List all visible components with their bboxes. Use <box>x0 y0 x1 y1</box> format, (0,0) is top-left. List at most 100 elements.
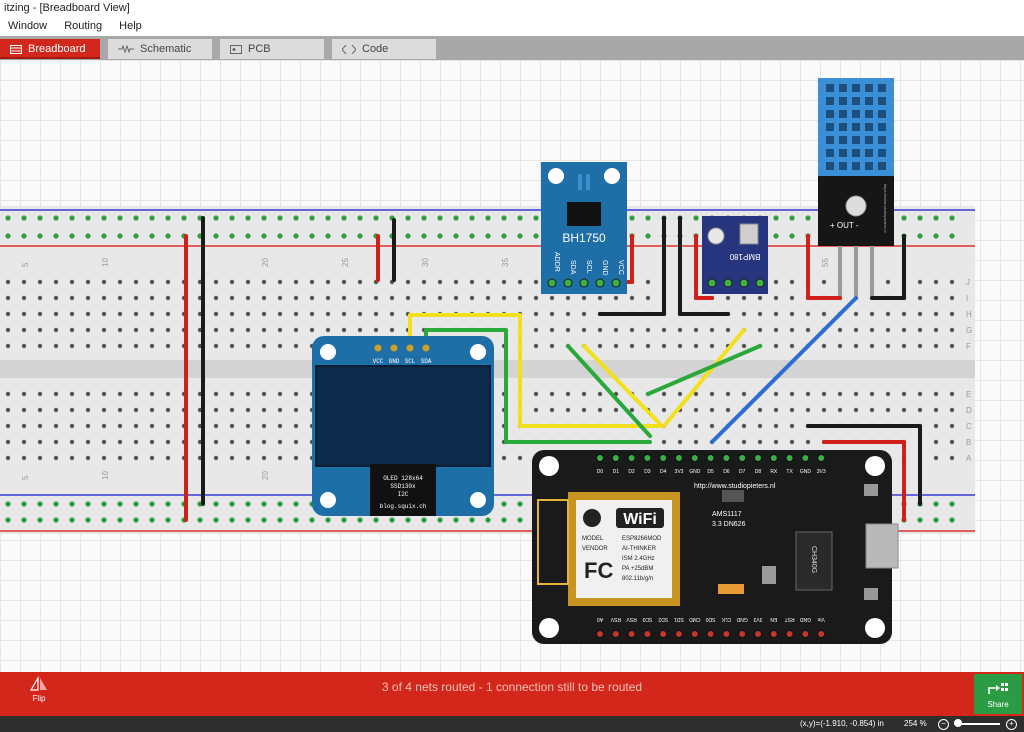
breadboard-hole[interactable] <box>309 279 315 285</box>
breadboard-hole[interactable] <box>725 295 731 301</box>
rail-hole[interactable] <box>261 501 267 507</box>
breadboard-hole[interactable] <box>645 327 651 333</box>
breadboard-hole[interactable] <box>741 423 747 429</box>
breadboard-hole[interactable] <box>21 455 27 461</box>
breadboard-hole[interactable] <box>469 295 475 301</box>
breadboard-hole[interactable] <box>725 391 731 397</box>
bh1750-module[interactable]: BH1750 ADDR SDA SCL GND VCC <box>541 162 627 294</box>
breadboard-hole[interactable] <box>549 343 555 349</box>
breadboard-hole[interactable] <box>245 455 251 461</box>
breadboard-hole[interactable] <box>213 455 219 461</box>
breadboard-hole[interactable] <box>549 407 555 413</box>
breadboard-hole[interactable] <box>133 455 139 461</box>
breadboard-hole[interactable] <box>149 455 155 461</box>
nodemcu-top-pin[interactable] <box>722 454 731 462</box>
breadboard-hole[interactable] <box>949 327 955 333</box>
rail-hole[interactable] <box>53 215 59 221</box>
nodemcu-top-pin[interactable] <box>596 454 604 462</box>
wire-green-bmp[interactable] <box>646 344 762 396</box>
rail-hole[interactable] <box>245 517 251 523</box>
breadboard-hole[interactable] <box>277 343 283 349</box>
rail-hole[interactable] <box>789 215 795 221</box>
breadboard-hole[interactable] <box>165 439 171 445</box>
breadboard-hole[interactable] <box>53 423 59 429</box>
breadboard-hole[interactable] <box>725 327 731 333</box>
nodemcu-top-pin[interactable] <box>690 454 699 462</box>
nodemcu-top-pin[interactable] <box>675 454 683 462</box>
breadboard-hole[interactable] <box>933 279 939 285</box>
breadboard-hole[interactable] <box>453 295 459 301</box>
rail-hole[interactable] <box>917 215 923 221</box>
breadboard-hole[interactable] <box>949 407 955 413</box>
breadboard-hole[interactable] <box>773 423 779 429</box>
breadboard-hole[interactable] <box>213 391 219 397</box>
breadboard-hole[interactable] <box>165 343 171 349</box>
breadboard-hole[interactable] <box>325 311 331 317</box>
rail-hole[interactable] <box>485 233 491 239</box>
rail-hole[interactable] <box>245 501 251 507</box>
breadboard-hole[interactable] <box>213 327 219 333</box>
breadboard-hole[interactable] <box>661 327 667 333</box>
rail-hole[interactable] <box>405 233 411 239</box>
breadboard-canvas[interactable]: 5 10 20 25 30 35 55 5 10 20 J I H G F E … <box>0 60 1024 672</box>
breadboard-hole[interactable] <box>501 295 507 301</box>
breadboard-hole[interactable] <box>645 343 651 349</box>
breadboard-hole[interactable] <box>101 439 107 445</box>
breadboard-hole[interactable] <box>613 295 619 301</box>
breadboard-hole[interactable] <box>309 295 315 301</box>
breadboard-hole[interactable] <box>85 439 91 445</box>
rail-hole[interactable] <box>325 517 331 523</box>
breadboard-hole[interactable] <box>773 407 779 413</box>
breadboard-hole[interactable] <box>821 391 827 397</box>
breadboard-hole[interactable] <box>885 311 891 317</box>
rail-wires[interactable] <box>184 216 396 522</box>
breadboard-hole[interactable] <box>85 311 91 317</box>
breadboard-hole[interactable] <box>789 311 795 317</box>
breadboard-hole[interactable] <box>597 391 603 397</box>
bmp180-pin[interactable] <box>707 278 717 288</box>
breadboard-hole[interactable] <box>85 407 91 413</box>
reset-button[interactable] <box>864 484 878 496</box>
breadboard-hole[interactable] <box>229 279 235 285</box>
rail-hole[interactable] <box>533 215 539 221</box>
rail-hole[interactable] <box>341 215 347 221</box>
breadboard-hole[interactable] <box>53 439 59 445</box>
breadboard-hole[interactable] <box>5 455 11 461</box>
menu-help[interactable]: Help <box>119 20 142 32</box>
breadboard-hole[interactable] <box>597 295 603 301</box>
breadboard-hole[interactable] <box>133 439 139 445</box>
nodemcu-bottom-pin[interactable] <box>706 630 715 638</box>
breadboard-hole[interactable] <box>213 423 219 429</box>
breadboard-hole[interactable] <box>949 423 955 429</box>
breadboard-hole[interactable] <box>661 391 667 397</box>
breadboard-hole[interactable] <box>853 327 859 333</box>
rail-hole[interactable] <box>373 517 379 523</box>
breadboard-hole[interactable] <box>53 455 59 461</box>
breadboard-hole[interactable] <box>21 311 27 317</box>
breadboard-hole[interactable] <box>933 455 939 461</box>
breadboard-hole[interactable] <box>85 391 91 397</box>
breadboard-hole[interactable] <box>645 279 651 285</box>
rail-hole[interactable] <box>325 233 331 239</box>
bmp180-module[interactable]: BMP180 <box>702 216 768 294</box>
nodemcu-top-pin[interactable] <box>769 454 778 462</box>
breadboard-hole[interactable] <box>133 343 139 349</box>
breadboard-hole[interactable] <box>853 311 859 317</box>
breadboard-hole[interactable] <box>581 295 587 301</box>
rail-hole[interactable] <box>133 501 139 507</box>
breadboard-hole[interactable] <box>677 343 683 349</box>
rail-hole[interactable] <box>517 215 523 221</box>
breadboard-hole[interactable] <box>261 327 267 333</box>
breadboard-hole[interactable] <box>757 439 763 445</box>
breadboard-hole[interactable] <box>549 391 555 397</box>
nodemcu-top-pin[interactable] <box>643 454 652 462</box>
breadboard-hole[interactable] <box>165 407 171 413</box>
zoom-in-icon[interactable]: + <box>1006 719 1017 730</box>
breadboard-hole[interactable] <box>901 327 907 333</box>
wire-blue-dht[interactable] <box>710 296 858 444</box>
breadboard-hole[interactable] <box>693 423 699 429</box>
breadboard-hole[interactable] <box>677 327 683 333</box>
breadboard-hole[interactable] <box>5 295 11 301</box>
rail-hole[interactable] <box>421 233 427 239</box>
breadboard-hole[interactable] <box>341 279 347 285</box>
